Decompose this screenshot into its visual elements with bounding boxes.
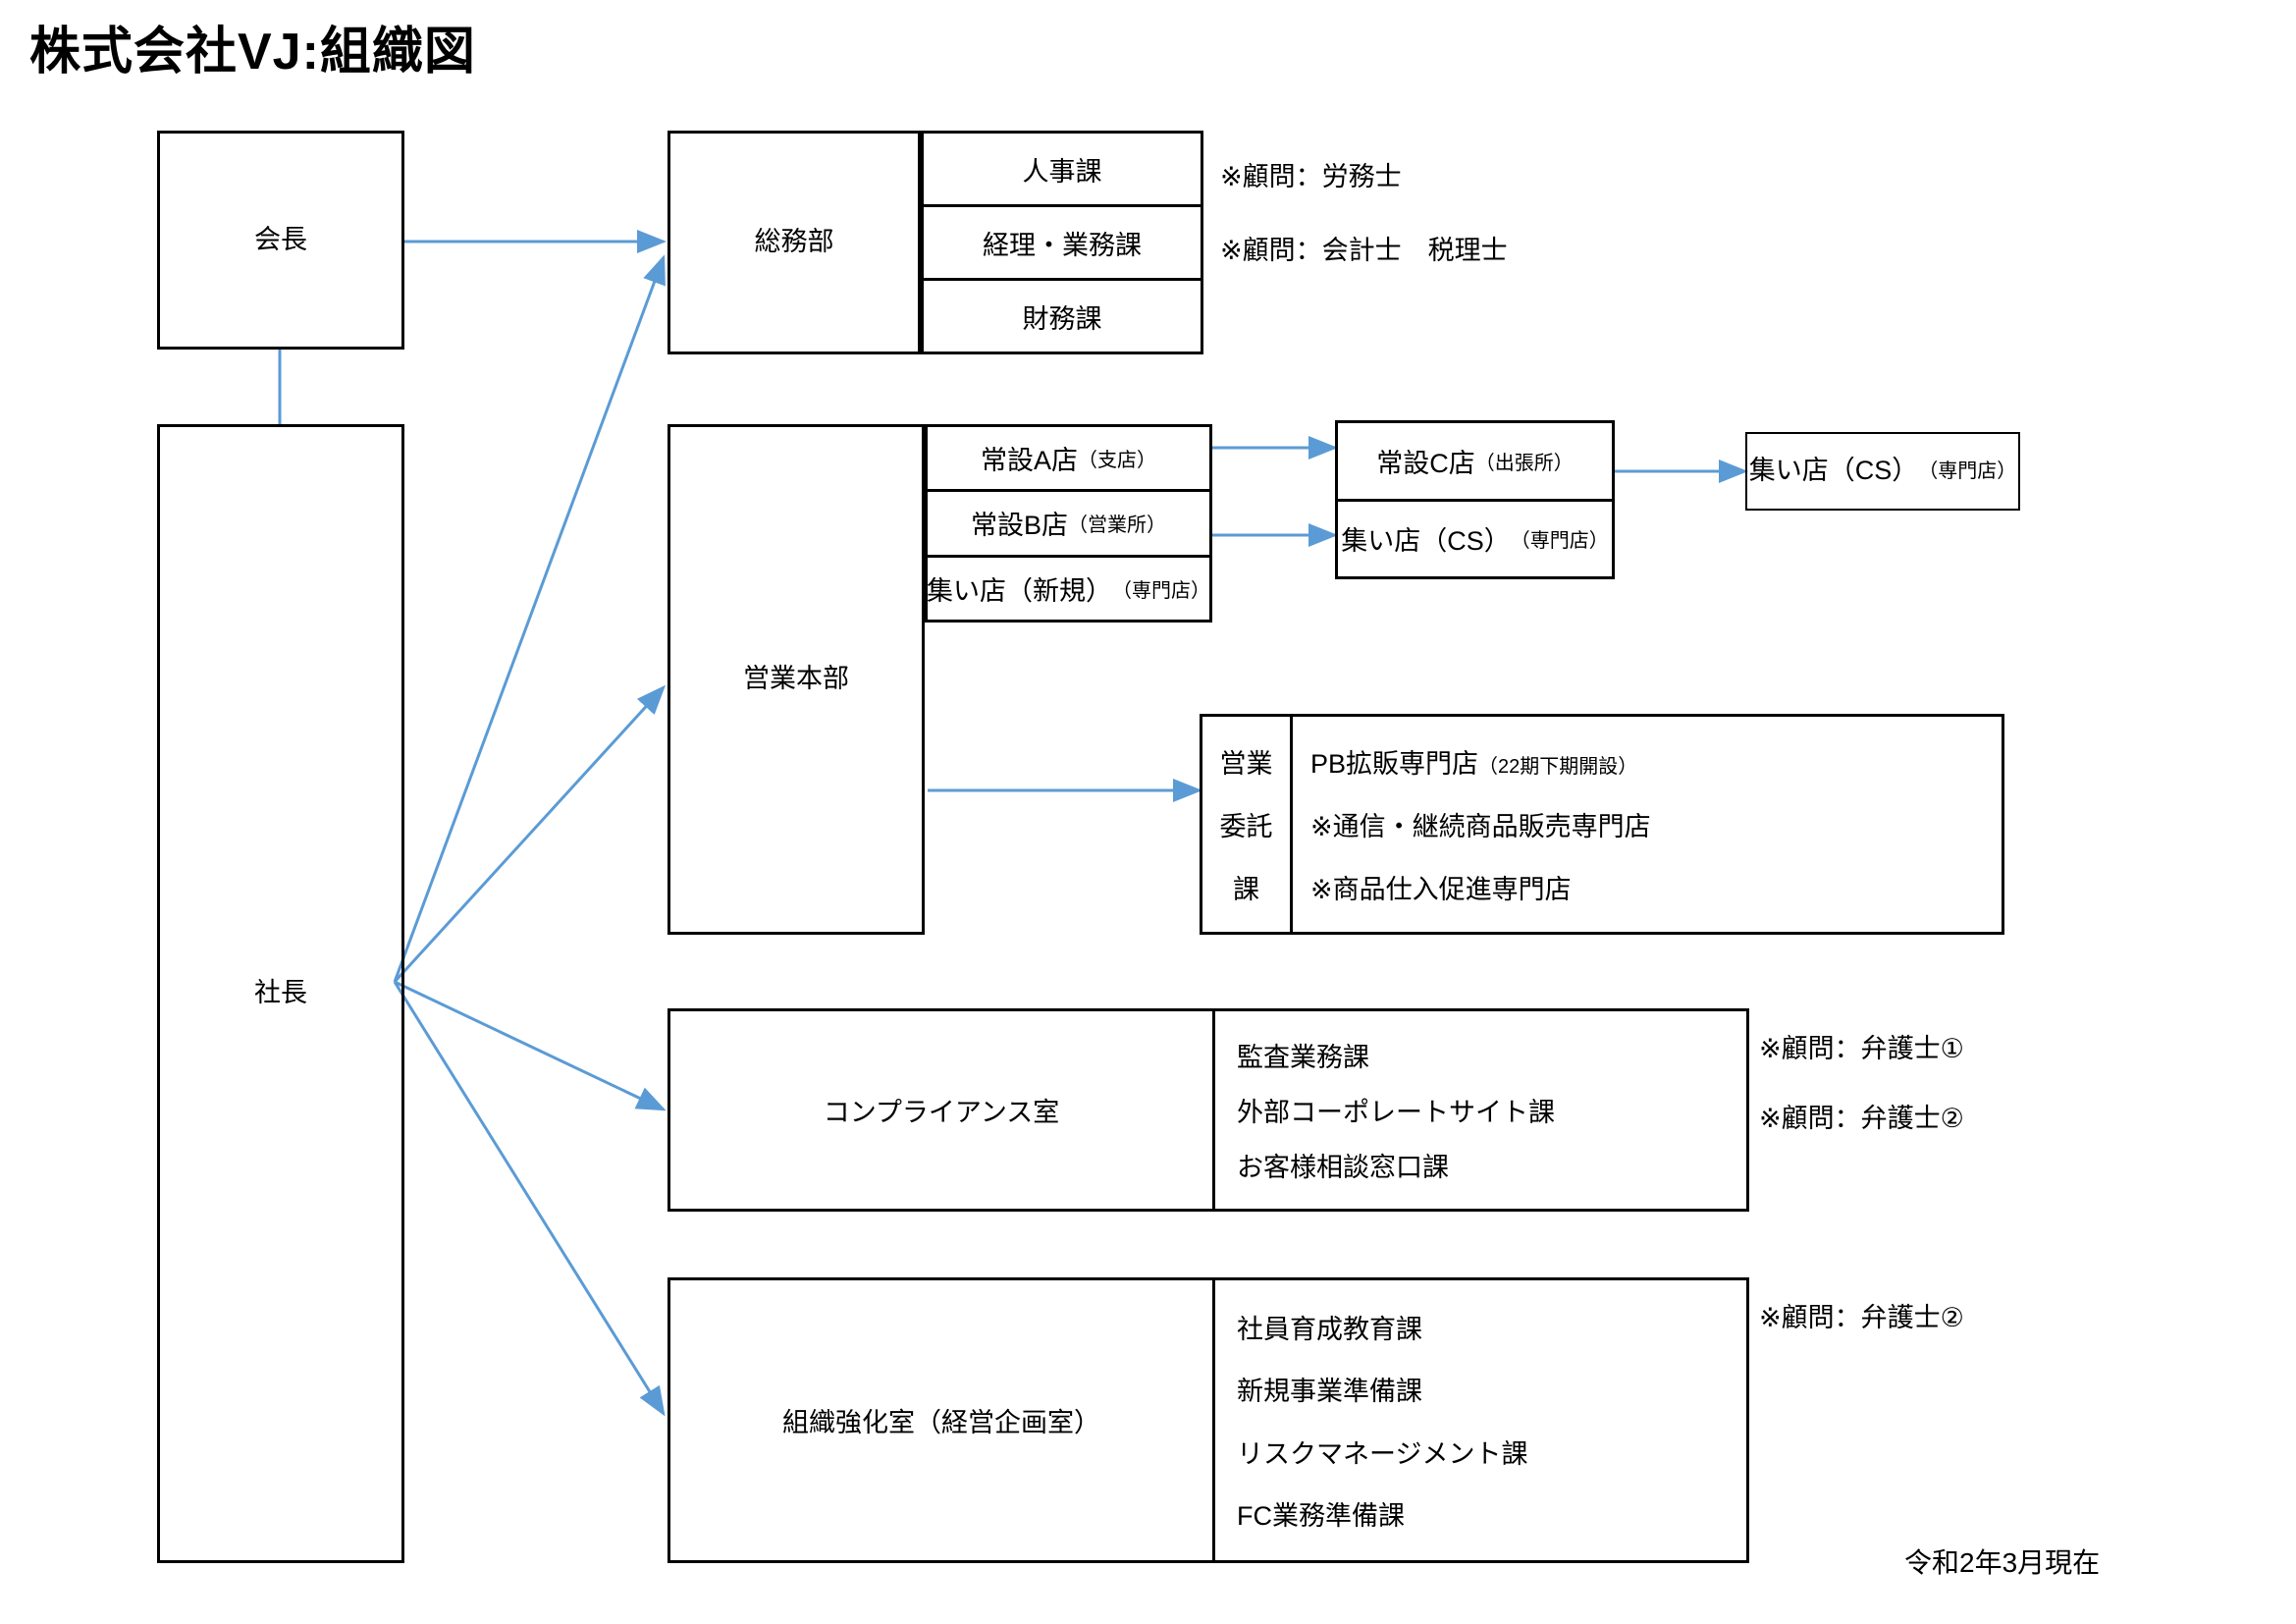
compliance-item-label: 監査業務課 [1237,1042,1369,1072]
advisor-note-accountant: ※顧問：会計士 税理士 [1220,236,1508,265]
connector-president-to-sales-hq [393,684,667,984]
compliance-name: コンプライアンス室 [823,1098,1060,1127]
delegation-item[interactable]: ※商品仕入促進専門店 [1310,868,2002,906]
section-label: 経理・業務課 [983,230,1142,260]
compliance-sections: 監査業務課 外部コーポレートサイト課 お客様相談窓口課 [1215,1011,1746,1209]
advisor-note-lawyer-2: ※顧問：弁護士② [1759,1104,1964,1133]
box-far-gathering-store[interactable]: 集い店（CS）（専門店） [1745,432,2020,511]
delegation-section: 営業 委託 課 PB拡販専門店（22期下期開設） ※通信・継続商品販売専門店 ※… [1200,714,2004,935]
delegation-item[interactable]: PB拡販専門店（22期下期開設） [1310,742,2002,781]
box-chairman[interactable]: 会長 [157,131,404,350]
delegation-item-label: ※商品仕入促進専門店 [1310,874,1572,904]
box-general-affairs[interactable]: 総務部 [667,131,921,354]
compliance-item[interactable]: お客様相談窓口課 [1237,1146,1746,1184]
footer-date: 令和2年3月現在 [1904,1547,2101,1578]
org-strengthening-item-label: 社員育成教育課 [1237,1315,1422,1345]
store-label: 集い店（新規） [927,575,1112,606]
general-affairs-sections: 人事課 経理・業務課 財務課 [921,131,1203,354]
org-strengthening-label[interactable]: 組織強化室（経営企画室） [670,1280,1215,1560]
store-sublabel: （専門店） [1112,579,1210,602]
advisor-note-labor: ※顧問：労務士 [1220,162,1402,191]
delegation-label: 営業 委託 課 [1202,717,1293,932]
store-sublabel: （出張所） [1474,452,1574,474]
delegation-items: PB拡販専門店（22期下期開設） ※通信・継続商品販売専門店 ※商品仕入促進専門… [1293,717,2002,932]
delegation-label-line: 委託 [1219,811,1273,841]
connector-president-to-compliance [394,980,667,1111]
store-sublabel: （専門店） [1510,530,1609,553]
store-label: 常設C店 [1376,448,1475,478]
compliance-item-label: 外部コーポレートサイト課 [1237,1097,1555,1127]
store-sublabel: （専門店） [1918,460,2017,482]
connector-president-to-general-affairs [393,254,666,983]
section-cell[interactable]: 経理・業務課 [924,207,1201,281]
org-strengthening-item-label: FC業務準備課 [1237,1500,1405,1531]
chairman-label: 会長 [254,224,307,254]
delegation-item-label: PB拡販専門店 [1310,749,1479,780]
section-label: 人事課 [1022,156,1102,187]
general-affairs-label: 総務部 [754,227,834,257]
compliance-item[interactable]: 監査業務課 [1237,1036,1746,1074]
org-strengthening-item[interactable]: FC業務準備課 [1237,1494,1746,1533]
compliance-label[interactable]: コンプライアンス室 [670,1011,1215,1209]
org-strengthening-sections: 社員育成教育課 新規事業準備課 リスクマネージメント課 FC業務準備課 [1215,1280,1746,1560]
delegation-label-line: 課 [1233,874,1259,904]
store-cell[interactable]: 常設B店（営業所） [928,492,1209,558]
box-sales-hq[interactable]: 営業本部 [667,424,925,935]
delegation-item[interactable]: ※通信・継続商品販売専門店 [1310,805,2002,843]
org-strengthening-section: 組織強化室（経営企画室） 社員育成教育課 新規事業準備課 リスクマネージメント課… [667,1277,1749,1563]
store-sublabel: （営業所） [1068,514,1166,537]
store-label: 常設B店 [970,511,1068,541]
page-title: 株式会社VJ:組織図 [29,24,476,81]
delegation-label-line: 営業 [1219,749,1273,780]
org-strengthening-item[interactable]: 社員育成教育課 [1237,1308,1746,1346]
section-cell[interactable]: 人事課 [924,134,1201,207]
president-label: 社長 [254,978,307,1008]
compliance-item-label: お客様相談窓口課 [1237,1153,1449,1183]
sales-hq-stores: 常設A店（支店） 常設B店（営業所） 集い店（新規）（専門店） [925,424,1212,623]
store-label: 常設A店 [980,446,1078,476]
org-strengthening-item-label: 新規事業準備課 [1237,1377,1422,1407]
store-label: 集い店（CS） [1748,456,1919,486]
connector-president-to-org-strengthening [393,981,666,1417]
sales-hq-label: 営業本部 [743,664,849,694]
compliance-section: コンプライアンス室 監査業務課 外部コーポレートサイト課 お客様相談窓口課 [667,1008,1749,1212]
branch-store-cell[interactable]: 常設C店（出張所） [1338,423,1612,502]
store-label: 集い店（CS） [1341,526,1511,557]
section-cell[interactable]: 財務課 [924,281,1201,352]
store-sublabel: （支店） [1078,450,1156,472]
delegation-item-sublabel: （22期下期開設） [1478,756,1638,779]
store-cell[interactable]: 常設A店（支店） [928,427,1209,493]
advisor-note-lawyer-2b: ※顧問：弁護士② [1759,1303,1964,1332]
compliance-item[interactable]: 外部コーポレートサイト課 [1237,1091,1746,1129]
section-label: 財務課 [1022,303,1102,334]
branch-store-cell[interactable]: 集い店（CS）（専門店） [1338,502,1612,577]
box-president[interactable]: 社長 [157,424,404,1563]
store-cell[interactable]: 集い店（新規）（専門店） [927,558,1210,620]
org-strengthening-name: 組織強化室（経営企画室） [782,1408,1100,1437]
branch-stores: 常設C店（出張所） 集い店（CS）（専門店） [1335,420,1615,579]
org-strengthening-item-label: リスクマネージメント課 [1237,1438,1528,1469]
org-strengthening-item[interactable]: リスクマネージメント課 [1237,1433,1746,1471]
advisor-note-lawyer-1: ※顧問：弁護士① [1759,1034,1964,1063]
delegation-item-label: ※通信・継続商品販売専門店 [1310,811,1651,841]
org-strengthening-item[interactable]: 新規事業準備課 [1237,1370,1746,1408]
